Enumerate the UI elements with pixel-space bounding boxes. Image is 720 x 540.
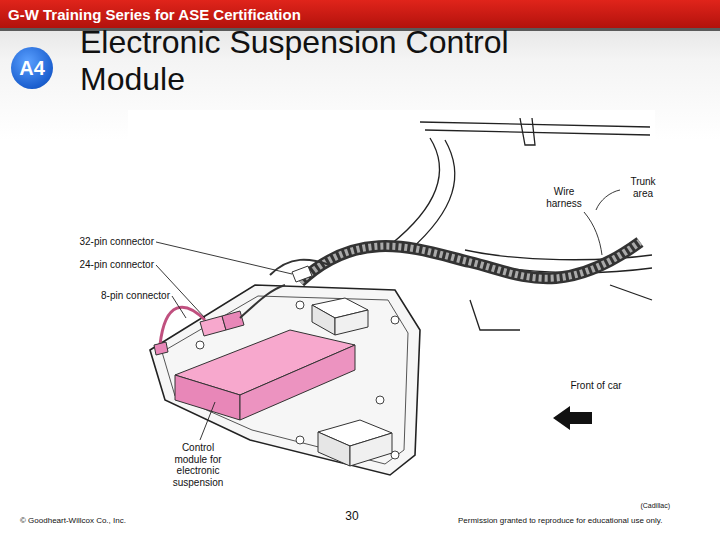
wire-harness bbox=[270, 242, 640, 282]
source-credit: (Cadillac) bbox=[590, 502, 670, 510]
permission-note: Permission granted to reproduce for educ… bbox=[458, 516, 712, 525]
node-text: G-W Training Series for ASE Certificatio… bbox=[8, 6, 301, 23]
trunk-lines bbox=[390, 118, 652, 330]
connector-label: 8-pin connector bbox=[76, 290, 170, 302]
slide-title: Electronic Suspension Control Module bbox=[80, 24, 600, 98]
sensor-box bbox=[318, 420, 392, 466]
section-badge: A4 bbox=[11, 47, 53, 89]
control-module-box bbox=[175, 330, 355, 420]
picture-ground bbox=[128, 110, 655, 500]
part-label: Wire harness bbox=[538, 186, 590, 209]
connector-label: 32-pin connector bbox=[60, 236, 154, 248]
connector-label: 24-pin connector bbox=[60, 259, 154, 271]
pink-connectors bbox=[154, 285, 285, 355]
direction-label: Front of car bbox=[570, 380, 622, 392]
area-label: Trunk area bbox=[622, 176, 664, 199]
part-label: Control module for electronic suspension bbox=[166, 442, 230, 488]
copyright-note: © Goodheart-Willcox Co., Inc. bbox=[20, 516, 190, 525]
page-number: 30 bbox=[338, 510, 366, 524]
node-text: A4 bbox=[19, 57, 45, 80]
leader-lines bbox=[156, 190, 620, 440]
front-arrow bbox=[553, 406, 592, 430]
tray-rim bbox=[162, 296, 408, 464]
relay-box bbox=[312, 298, 368, 335]
